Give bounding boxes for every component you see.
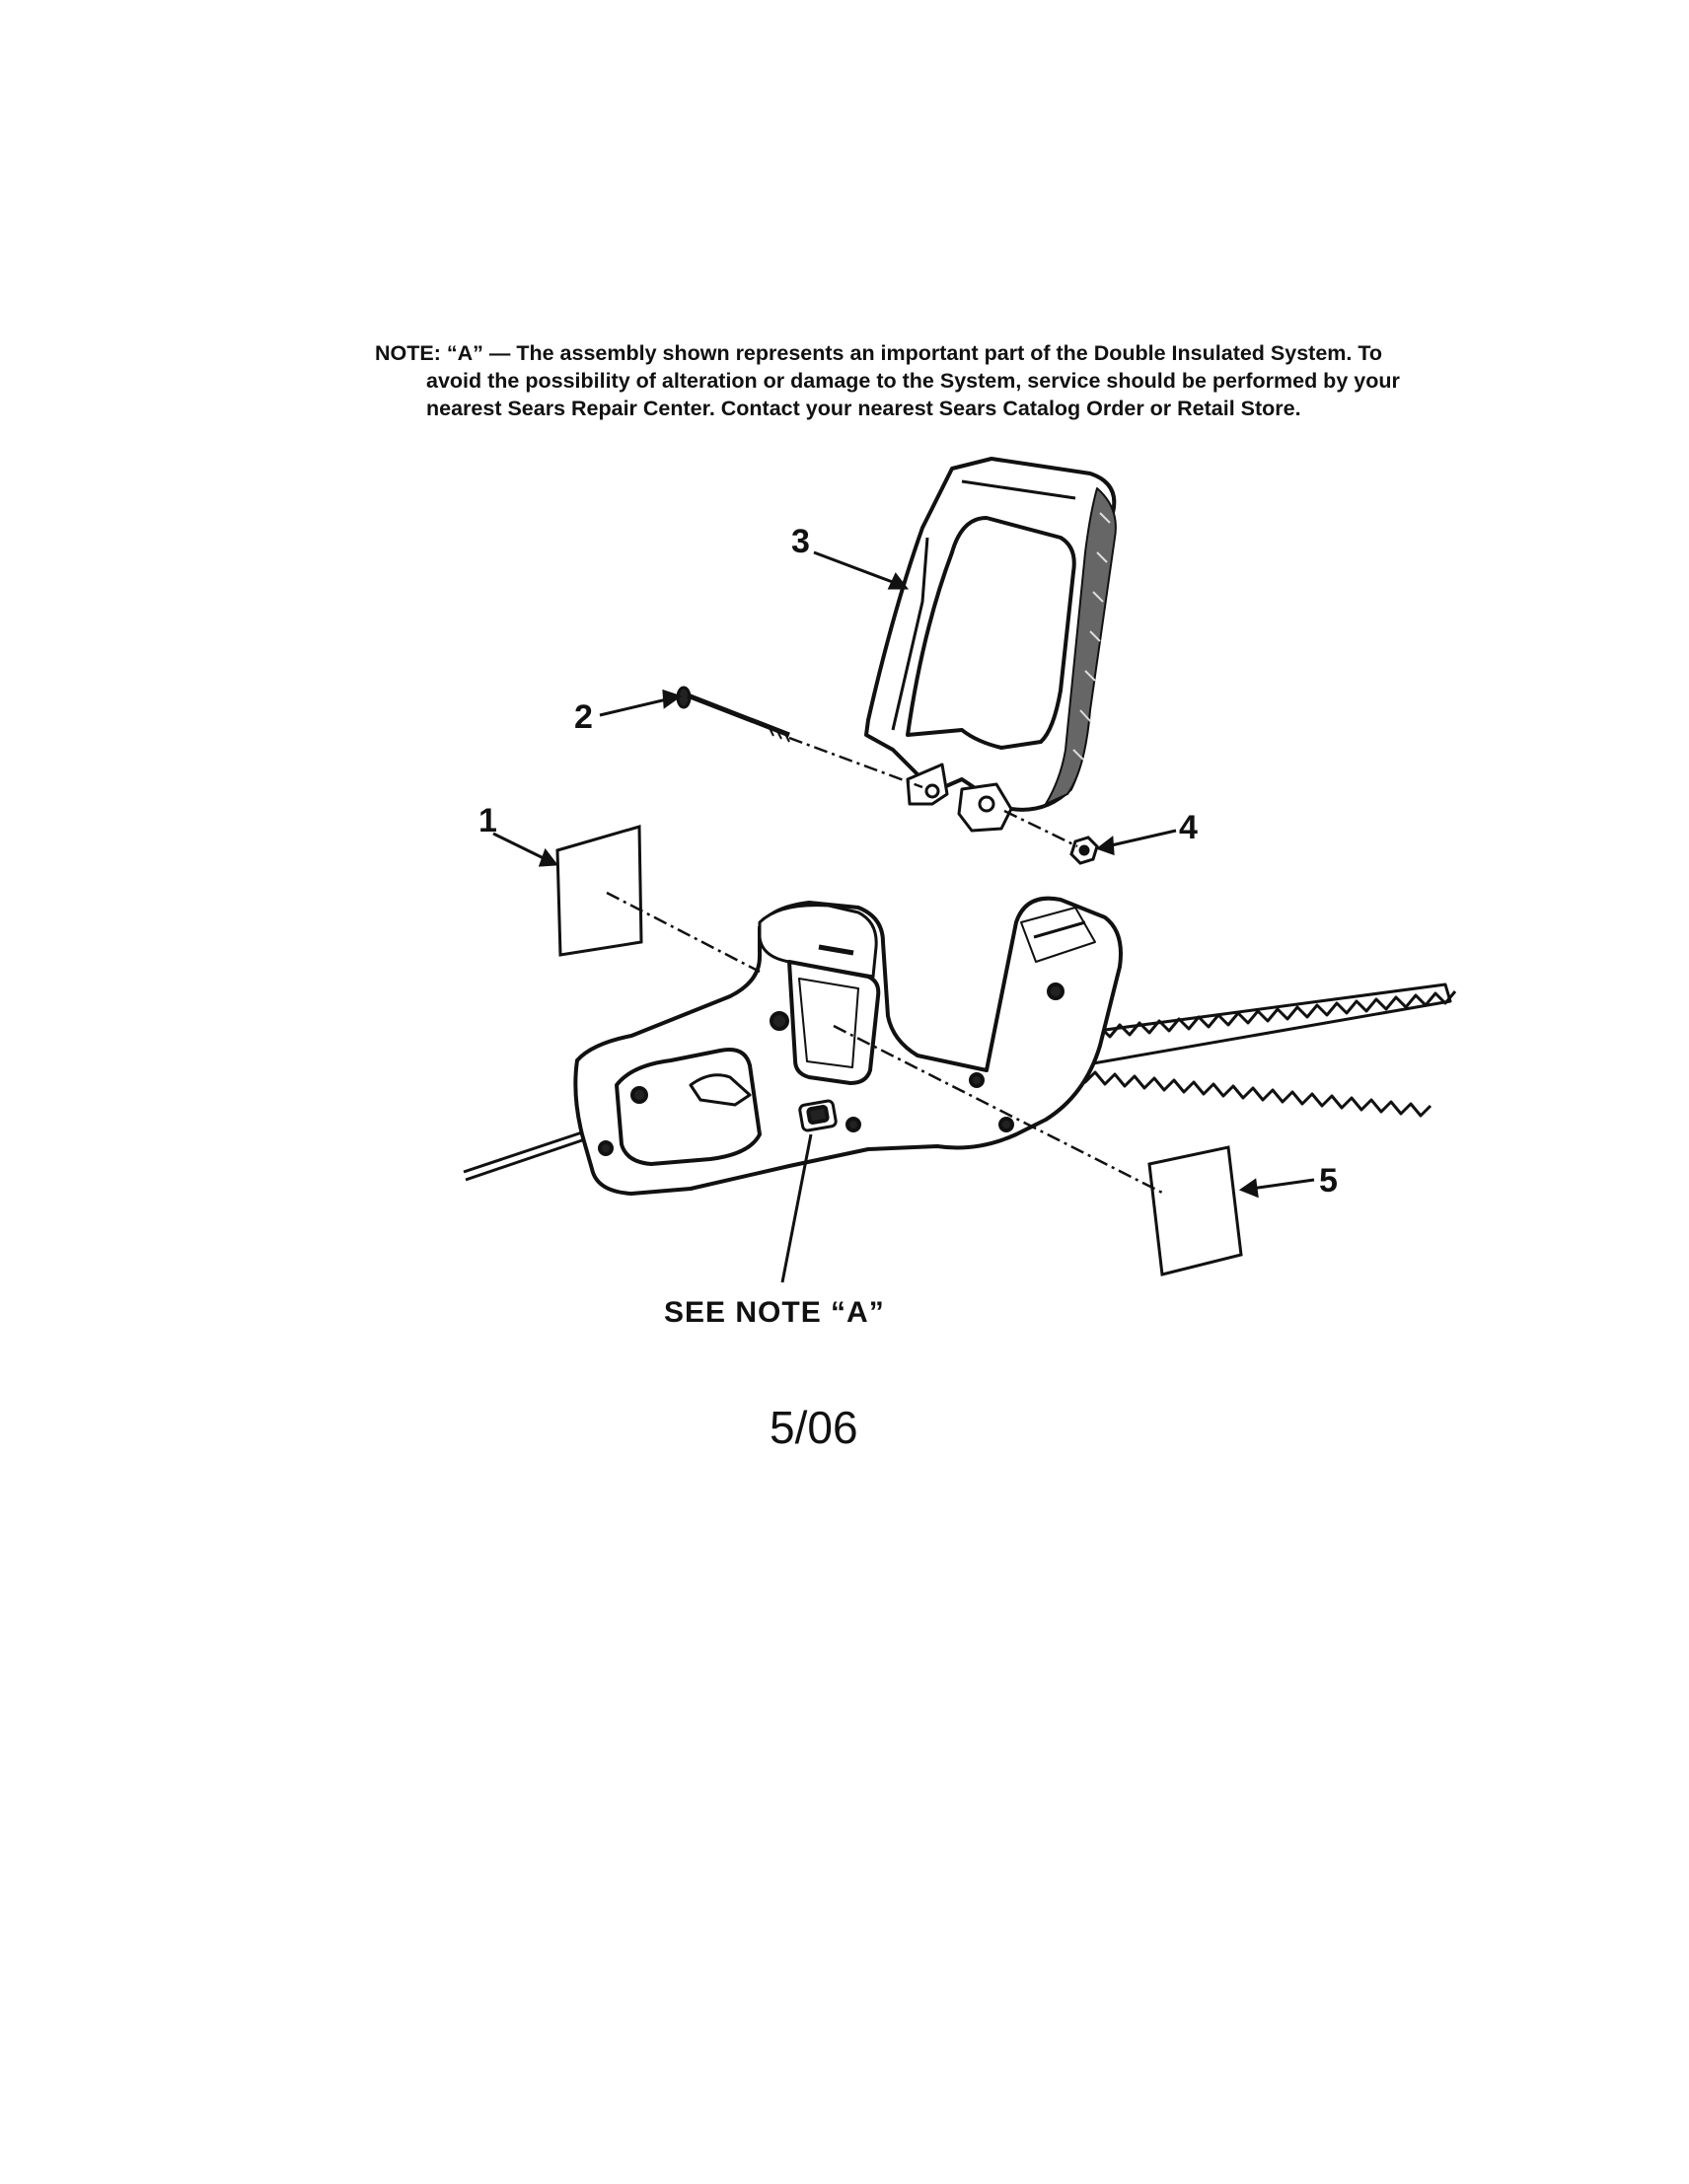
label-plate-part-5 bbox=[1147, 1145, 1243, 1276]
callout-labels: 3 2 1 4 5 SEE NOTE “A” bbox=[478, 523, 1338, 1329]
see-note-label: SEE NOTE “A” bbox=[664, 1296, 885, 1329]
callout-arrows bbox=[492, 550, 1315, 1283]
service-note: NOTE: “A” — The assembly shown represent… bbox=[375, 339, 1539, 422]
callout-3: 3 bbox=[791, 523, 810, 560]
callout-4: 4 bbox=[1179, 809, 1198, 846]
hedge-trimmer-body bbox=[463, 896, 1457, 1196]
callout-5: 5 bbox=[1319, 1162, 1338, 1200]
bolt-part-2 bbox=[676, 686, 790, 743]
nut-part-4 bbox=[1069, 836, 1099, 865]
front-handle-part-3 bbox=[864, 457, 1117, 833]
callout-1: 1 bbox=[478, 802, 497, 839]
note-line-1: NOTE: “A” — The assembly shown represent… bbox=[375, 341, 1383, 365]
note-line-2: avoid the possibility of alteration or d… bbox=[426, 369, 1400, 393]
page-number: 5/06 bbox=[770, 1402, 858, 1453]
note-line-3: nearest Sears Repair Center. Contact you… bbox=[426, 397, 1301, 420]
label-plate-part-1 bbox=[555, 825, 643, 957]
callout-2: 2 bbox=[574, 698, 593, 736]
assembly-lines bbox=[606, 736, 1165, 1196]
